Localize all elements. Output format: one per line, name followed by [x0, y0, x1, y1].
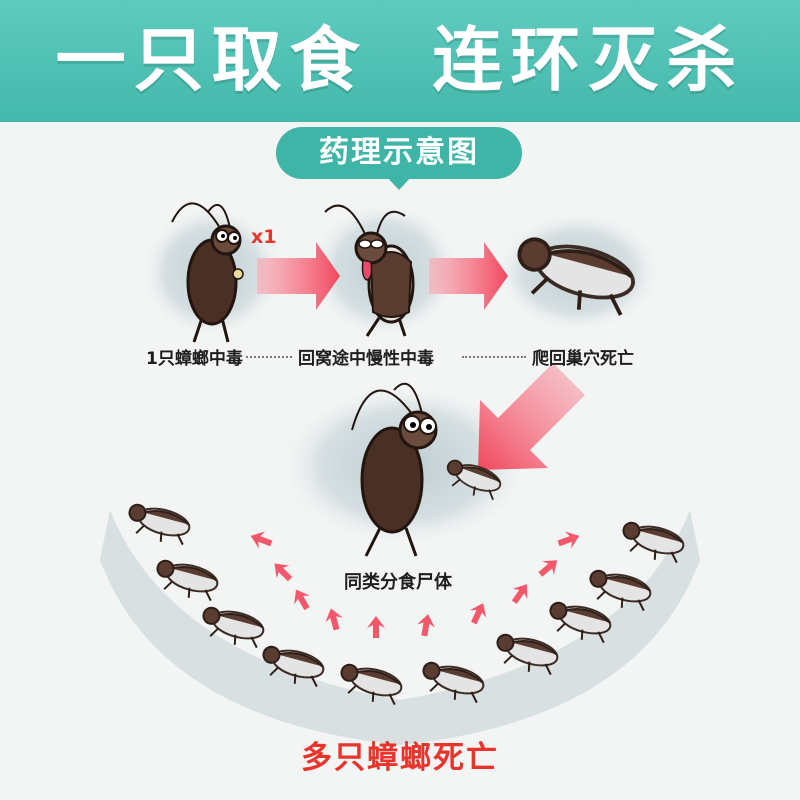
arrow-small-icon — [538, 560, 558, 577]
connector-dots — [246, 356, 292, 358]
spread-arrows — [250, 531, 580, 638]
stage-label-2: 回窝途中慢性中毒 — [298, 349, 434, 369]
badge-pointer — [386, 176, 412, 190]
connector-dots — [462, 356, 526, 358]
dead-cockroach-icon — [617, 518, 688, 568]
cockroach-icon — [171, 202, 244, 343]
arrow-small-icon — [367, 616, 385, 638]
arrow-small-icon — [417, 614, 435, 637]
diagram-badge: 药理示意图 — [276, 127, 522, 179]
dead-cockroach-icon — [584, 566, 655, 616]
center-label: 同类分食尸体 — [344, 572, 452, 593]
page-title: 一只取食 连环灭杀 — [55, 19, 745, 101]
arrow-right-icon — [257, 242, 340, 310]
result-label: 多只蟑螂死亡 — [301, 740, 499, 776]
arrow-small-icon — [294, 589, 310, 611]
arrow-small-icon — [469, 603, 487, 625]
arrow-small-icon — [557, 531, 580, 549]
stage-label-1: 1只蟑螂中毒 — [146, 349, 243, 369]
arrow-down-left-icon — [478, 363, 585, 470]
arrow-small-icon — [325, 608, 343, 631]
dead-cockroach-icon — [123, 500, 194, 550]
header-banner: 一只取食 连环灭杀 — [0, 0, 800, 122]
arrow-small-icon — [250, 531, 273, 549]
arrow-small-icon — [511, 584, 528, 604]
stage-label-3: 爬回巢穴死亡 — [532, 349, 634, 369]
arrow-right-icon — [429, 242, 508, 310]
multiplier-label: x1 — [251, 226, 277, 248]
haze-arc — [100, 510, 700, 745]
sick-cockroach-icon — [324, 204, 415, 337]
arrow-small-icon — [274, 563, 293, 582]
eating-cockroach-icon — [351, 383, 438, 557]
